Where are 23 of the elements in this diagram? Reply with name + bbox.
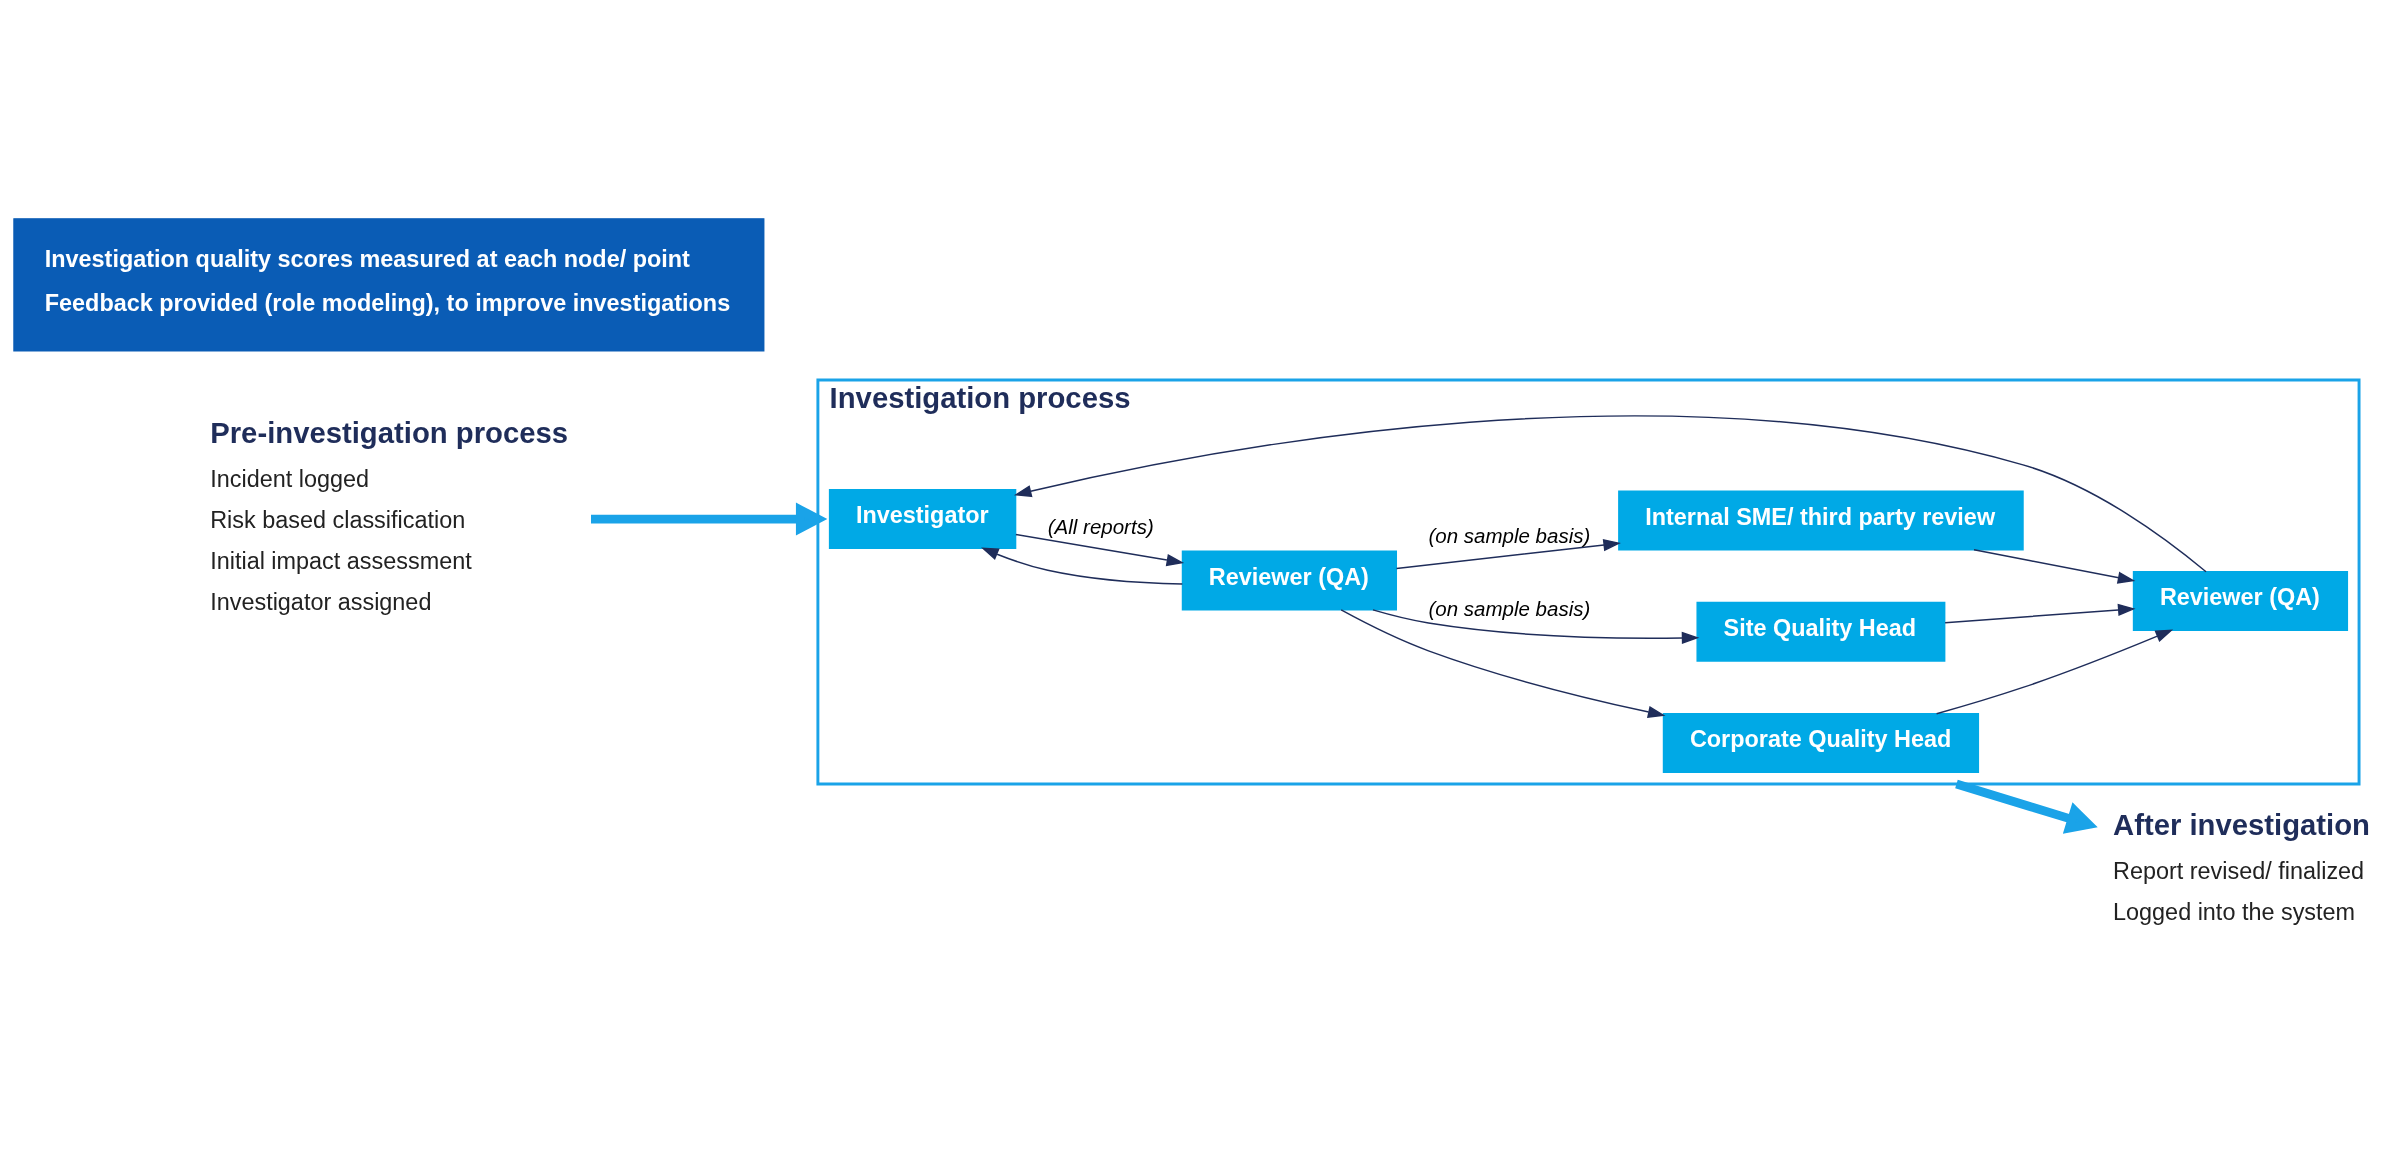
- arrow: [591, 502, 828, 536]
- arrow: [1372, 609, 1700, 645]
- arrow: [1015, 533, 1185, 567]
- arrow: [1944, 603, 2136, 624]
- node-box: Site Quality Head: [1696, 601, 1946, 662]
- node-box: Reviewer (QA): [2132, 571, 2349, 632]
- arrow: [1955, 779, 2098, 834]
- node-box: Internal SME/ third party review: [1618, 490, 2024, 551]
- arrow: [981, 547, 1183, 585]
- arrow: [1013, 415, 2207, 573]
- node-box: Reviewer (QA): [1181, 550, 1397, 611]
- edge-label: (on sample basis): [1428, 596, 1591, 620]
- edge-label: (on sample basis): [1428, 523, 1591, 547]
- arrow: [1973, 549, 2136, 584]
- arrow: [1395, 538, 1621, 570]
- node-box: Investigator: [828, 489, 1017, 550]
- node-text: Pre-investigation process Incident logged Risk based classification Initial impact assessment Investigator assigned: [210, 415, 569, 615]
- edge-label: (All reports): [1047, 514, 1154, 538]
- node-box: Investigation quality scores measured at each node/ point Feedback provided (role modeling), to improve investigations: [13, 218, 765, 352]
- node-box: Corporate Quality Head: [1662, 713, 1980, 774]
- arrow: [1340, 609, 1666, 719]
- arrow: [1935, 629, 2174, 715]
- node-text: After investigation Report revised/ finalized Logged into the system: [2113, 808, 2370, 925]
